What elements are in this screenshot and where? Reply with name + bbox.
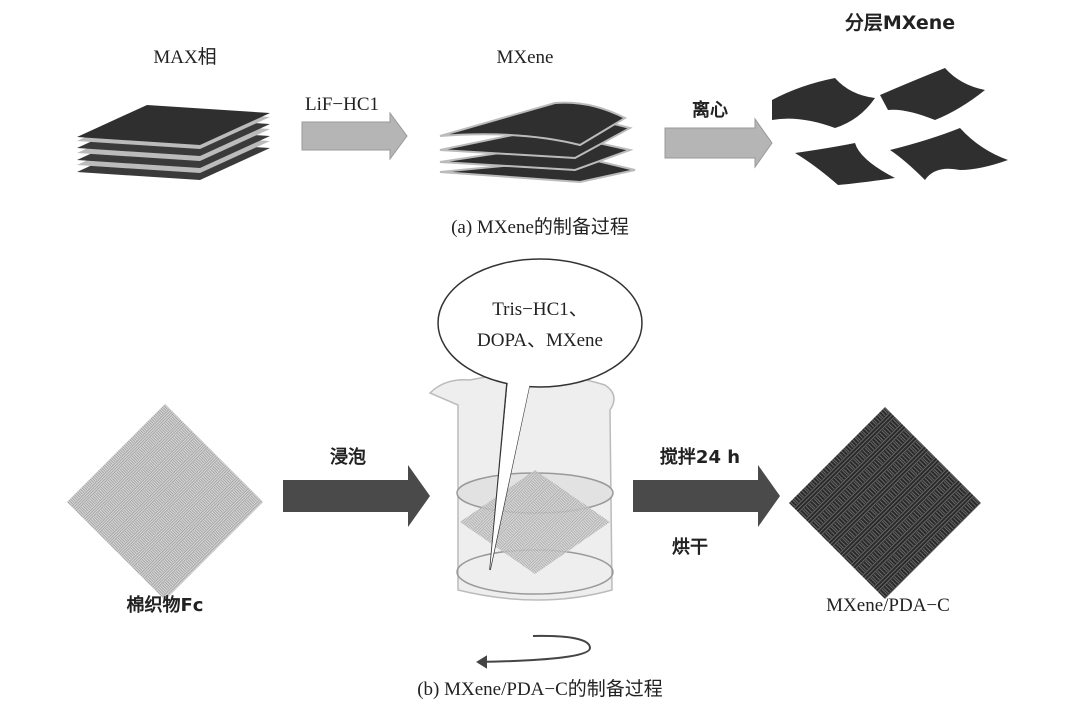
arrow-right-icon (283, 465, 430, 527)
mxene-pda-c-label: MXene/PDA−C (826, 595, 950, 616)
centrifuge-label: 离心 (692, 99, 728, 121)
cotton-fabric (67, 404, 263, 600)
mxene-stack (439, 101, 636, 184)
dry-label: 烘干 (672, 537, 708, 558)
max-phase-label: MAX相 (153, 46, 216, 68)
caption-a: (a) MXene的制备过程 (451, 216, 629, 238)
mxene-label: MXene (497, 47, 554, 68)
stir-label: 搅拌24 h (660, 446, 740, 468)
arrow-right-icon (301, 111, 408, 161)
max-phase-stack (77, 105, 270, 180)
arrow-right-icon (664, 117, 773, 169)
bubble-line-2: DOPA、MXene (477, 330, 603, 351)
lif-hcl-label: LiF−HC1 (305, 94, 379, 115)
mxene-pda-fabric (789, 407, 981, 599)
bubble-line-1: Tris−HC1、 (492, 299, 588, 320)
rotation-arrow-icon (476, 634, 592, 669)
delaminated-mxene-label: 分层MXene (845, 12, 955, 34)
speech-bubble: Tris−HC1、 DOPA、MXene (437, 258, 643, 571)
soak-label: 浸泡 (330, 446, 366, 468)
delaminated-flakes (772, 68, 1008, 185)
beaker (428, 372, 615, 601)
arrow-right-icon (633, 465, 780, 527)
cotton-fabric-label: 棉织物Fc (127, 594, 204, 616)
caption-b: (b) MXene/PDA−C的制备过程 (417, 678, 663, 700)
